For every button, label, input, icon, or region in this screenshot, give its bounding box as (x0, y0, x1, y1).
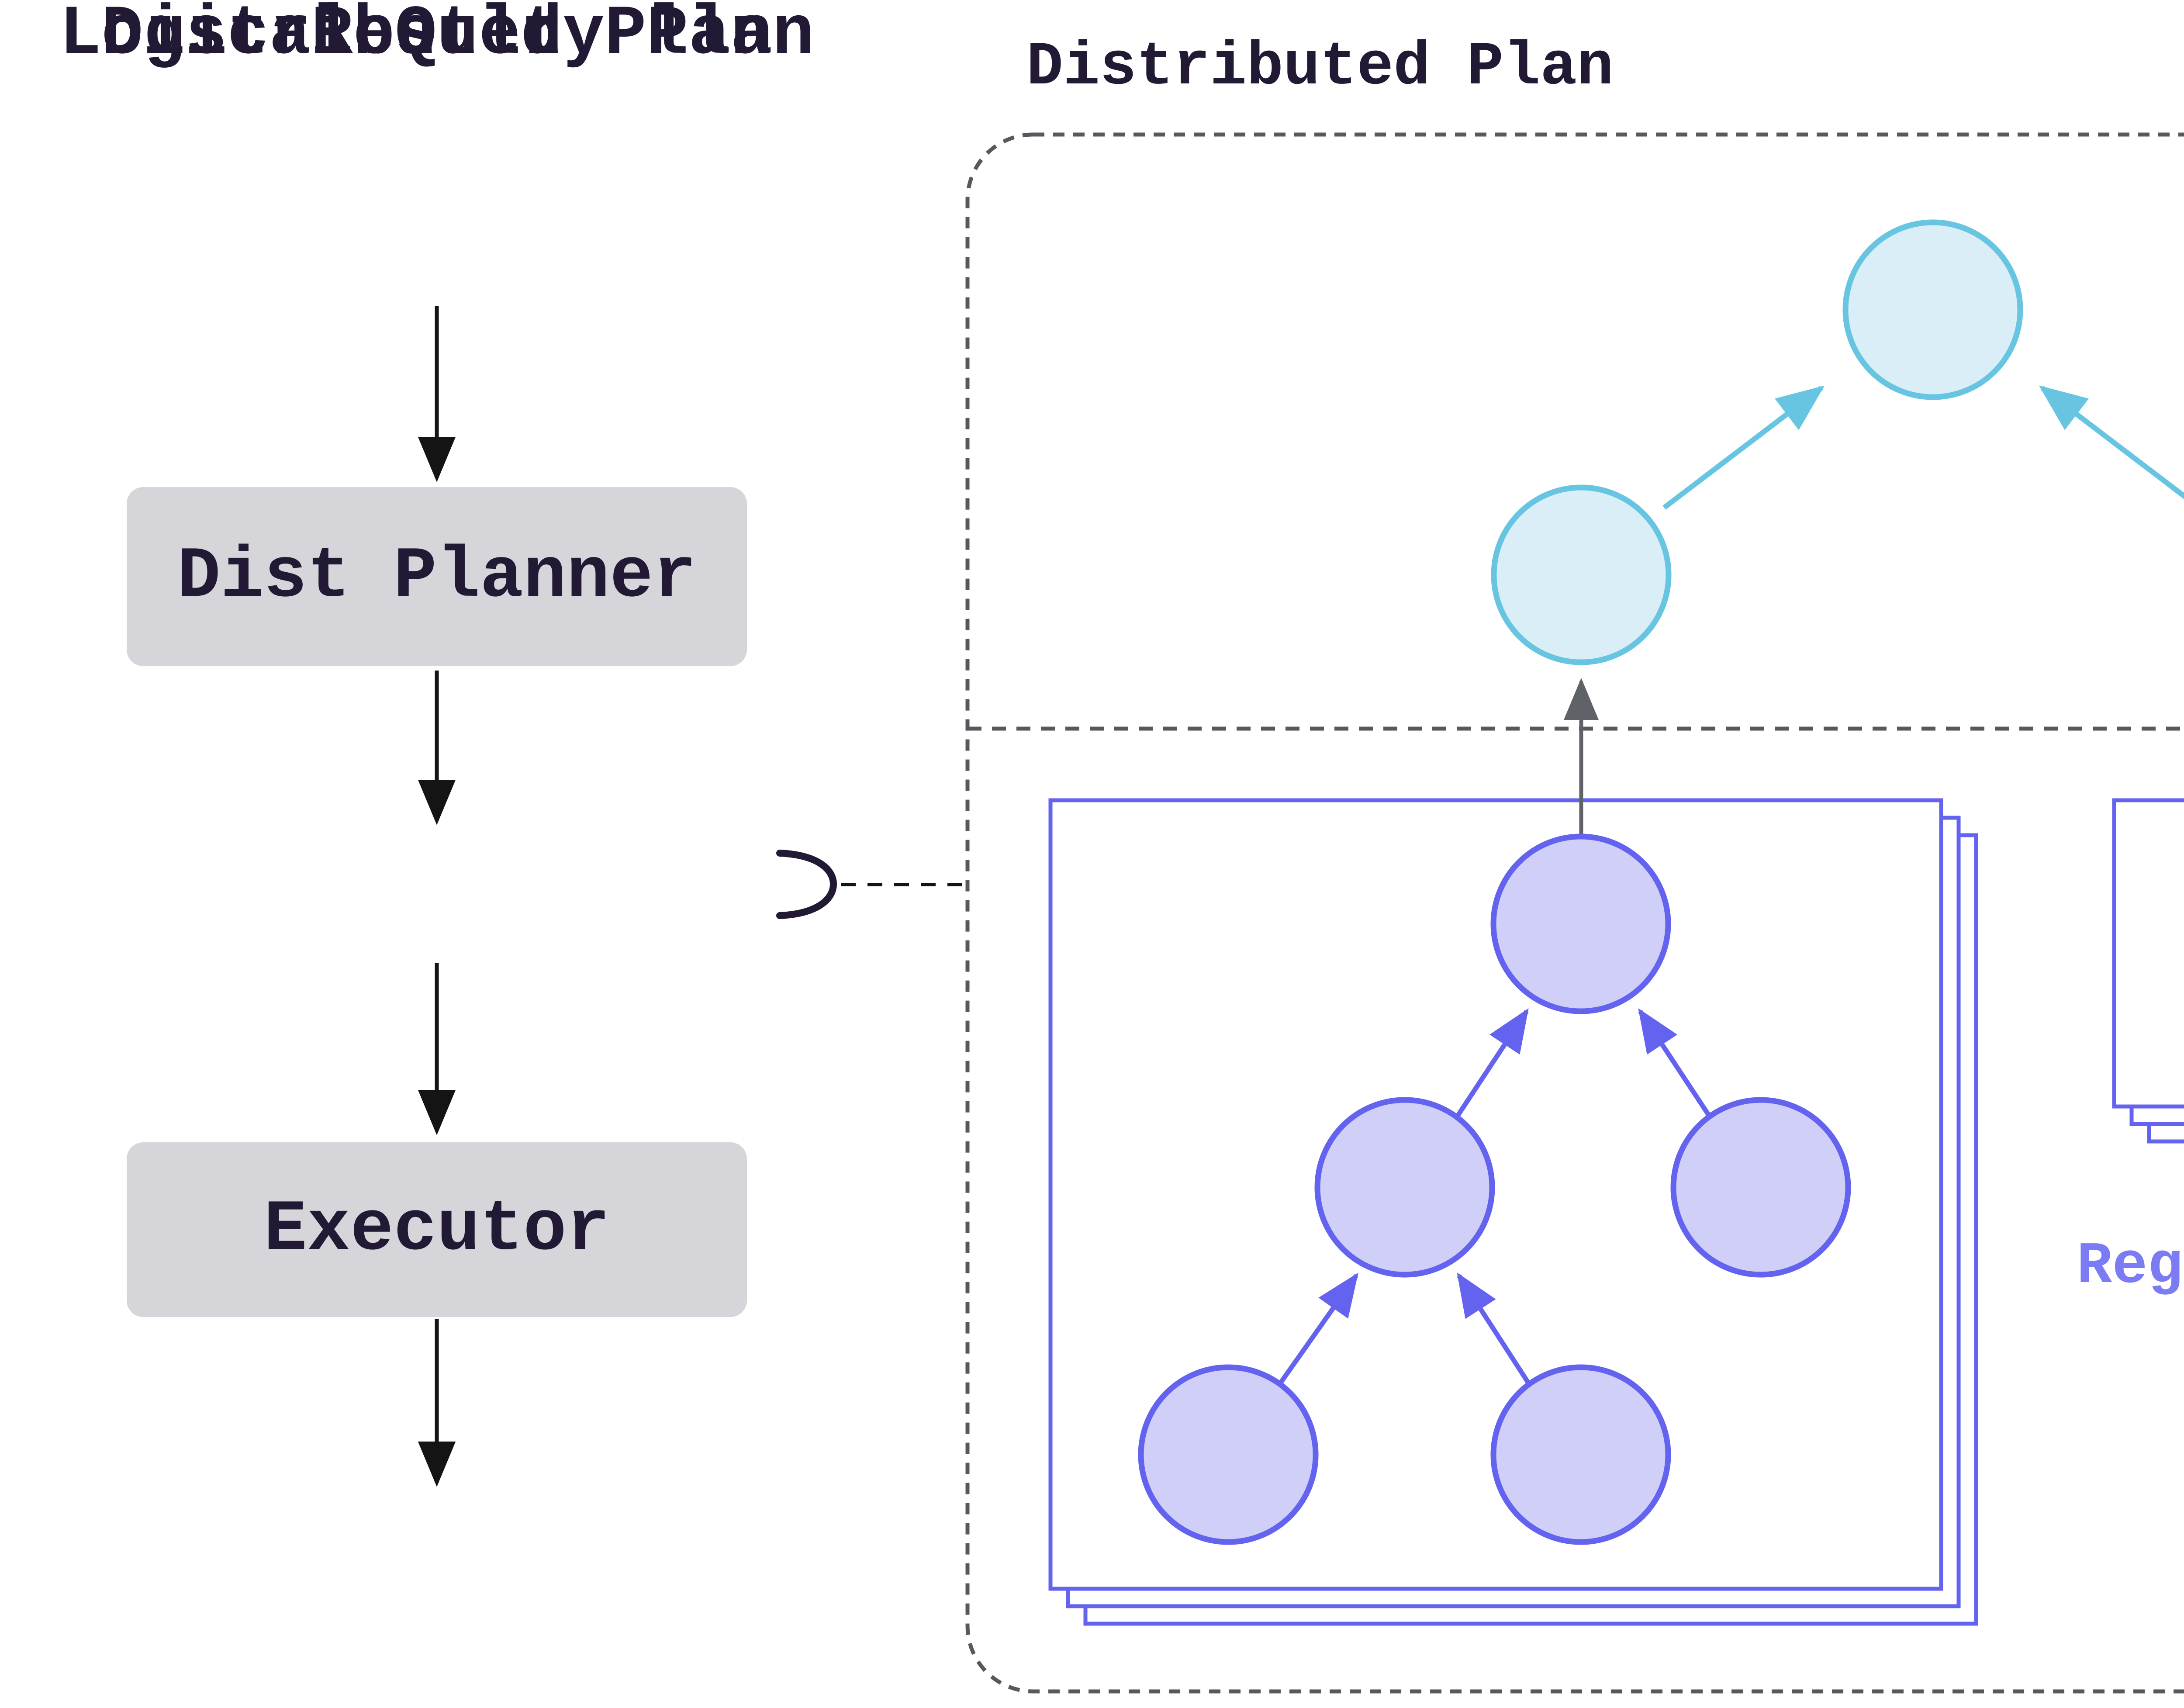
distributed-plan-container-outline (965, 132, 2184, 1694)
frontend-root-node (1842, 219, 2023, 400)
result-label: Result (311, 0, 563, 74)
region-tree-root-node (1490, 833, 1671, 1014)
region-tree-leaf-left-node (1138, 1364, 1319, 1545)
dist-planner-box: Dist Planner (127, 487, 747, 666)
logical-query-plan-label: Logical Query Plan (59, 0, 815, 74)
tree-arrow-leaf-mid-to-mid (1457, 1272, 1533, 1388)
distributed-plan-title: Distributed Plan (1026, 33, 1614, 102)
frontend-arrow-left-to-root (1662, 385, 1825, 510)
tree-arrow-mid-right-to-root (1638, 1008, 1714, 1122)
region-stack-right-front (2112, 798, 2184, 1109)
distributed-plan-label: Distributed Plan (101, 0, 773, 74)
executor-label: Executor (263, 1189, 610, 1271)
region-tree-leaf-mid-node (1490, 1364, 1671, 1545)
regions-label: Regions (2077, 1233, 2184, 1300)
tree-arrow-mid-left-to-root (1452, 1008, 1529, 1122)
region-tree-mid-right-node (1670, 1097, 1851, 1278)
distributed-plan-brace (776, 850, 837, 919)
frontend-left-node (1491, 484, 1672, 665)
tree-arrow-leaf-left-to-mid (1275, 1272, 1358, 1389)
region-tree-mid-left-node (1314, 1097, 1495, 1278)
frontend-arrow-right-to-root (2039, 385, 2184, 499)
dist-planner-label: Dist Planner (177, 536, 697, 618)
executor-box: Executor (127, 1142, 747, 1317)
